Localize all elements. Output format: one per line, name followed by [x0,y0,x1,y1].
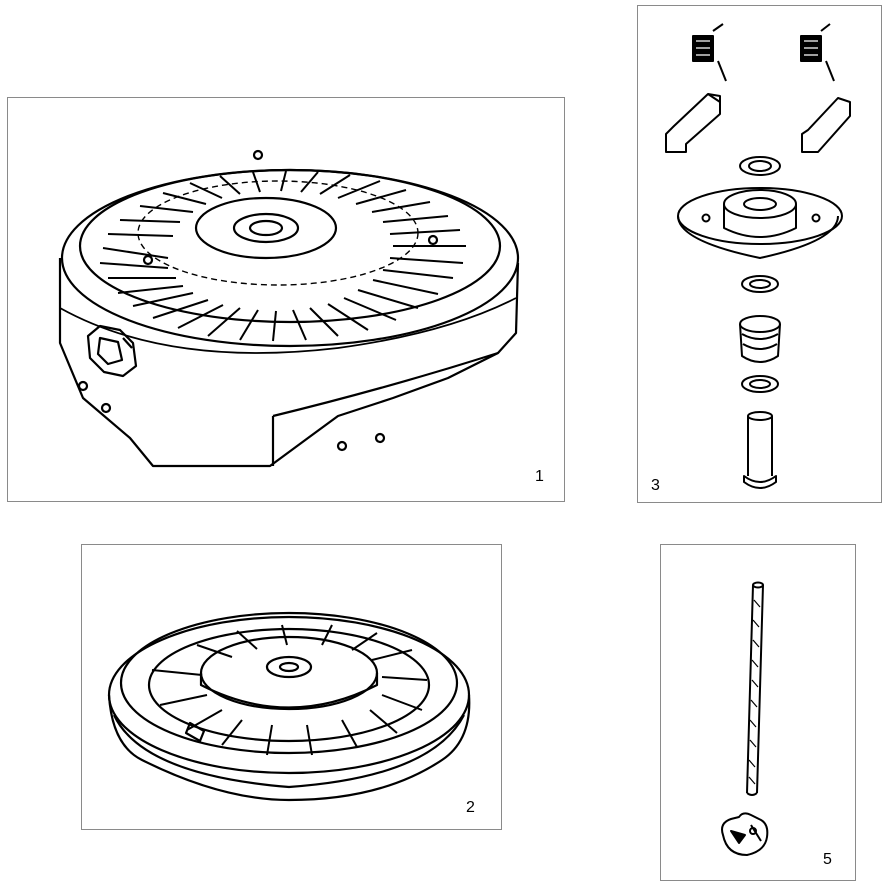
spring-icon [692,23,727,82]
rope-handle-icon [721,581,769,856]
part-number-label: 5 [823,851,832,868]
pawl-kit-icon [665,23,851,489]
recoil-housing-icon [58,149,520,468]
part-number-label: 3 [651,477,660,494]
part-panel-recoil-housing: 1 [7,97,565,502]
part-panel-pulley: 2 [81,544,502,830]
part-number-label: 2 [466,799,475,816]
pulley-icon [107,611,471,802]
part-panel-pawl-kit: 3 [637,5,882,503]
part-panel-rope-handle: 5 [660,544,856,881]
spring-icon [800,23,835,82]
part-number-label: 1 [535,468,544,485]
